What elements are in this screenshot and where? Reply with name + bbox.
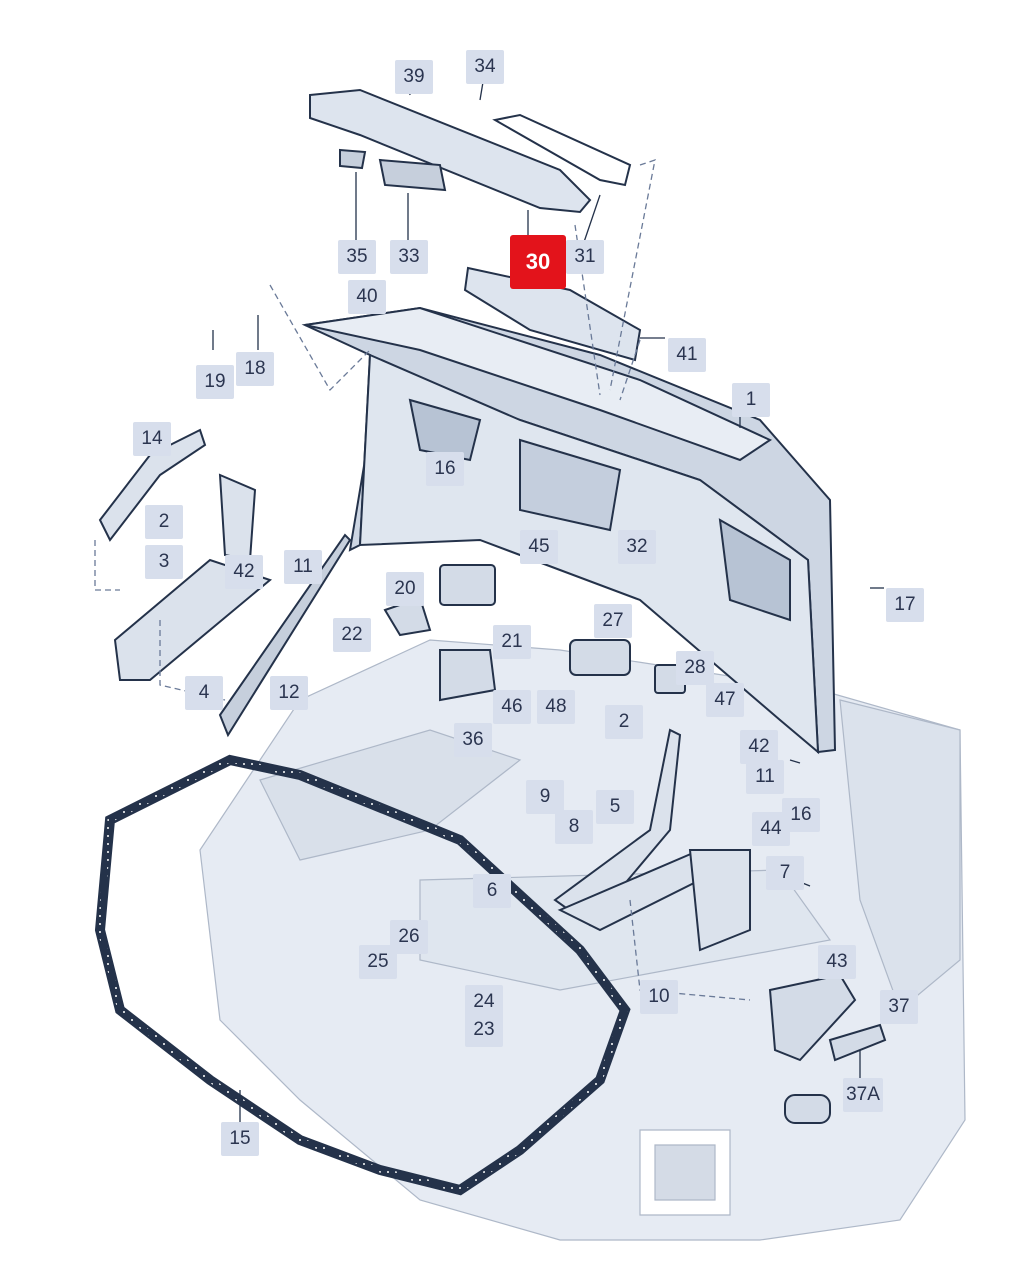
hinge-right [553,728,751,952]
part-label-32: 32 [618,530,656,564]
part-label-15: 15 [221,1122,259,1156]
part-label-2: 2 [145,505,183,539]
part-label-34: 34 [466,50,504,84]
part-label-40: 40 [348,280,386,314]
part-label-31: 31 [566,240,604,274]
part-label-7: 7 [766,856,804,890]
trunk-lid [301,306,837,755]
part-label-28: 28 [676,651,714,685]
part-label-37: 37 [880,990,918,1024]
part-label-43: 43 [818,945,856,979]
part-label-33: 33 [390,240,428,274]
part-label-42: 42 [740,730,778,764]
part-label-4: 4 [185,676,223,710]
part-label-8: 8 [555,810,593,844]
part-label-10: 10 [640,980,678,1014]
part-label-37A: 37A [843,1078,883,1112]
part-label-18: 18 [236,352,274,386]
part-label-35: 35 [338,240,376,274]
part-label-11: 11 [284,550,322,584]
part-label-3: 3 [145,545,183,579]
handle-trim [309,88,642,362]
part-label-45: 45 [520,530,558,564]
part-label-42: 42 [225,555,263,589]
part-label-highlighted[interactable]: 30 [510,235,566,289]
part-label-27: 27 [594,604,632,638]
part-label-22: 22 [333,618,371,652]
part-label-5: 5 [596,790,634,824]
part-label-11: 11 [746,760,784,794]
part-label-20: 20 [386,572,424,606]
part-label-23: 23 [465,1013,503,1047]
part-label-2: 2 [605,705,643,739]
part-label-16: 16 [426,452,464,486]
part-label-6: 6 [473,874,511,908]
part-label-48: 48 [537,690,575,724]
part-label-19: 19 [196,365,234,399]
part-label-1: 1 [732,383,770,417]
part-label-41: 41 [668,338,706,372]
part-label-36: 36 [454,723,492,757]
part-label-9: 9 [526,780,564,814]
part-label-39: 39 [395,60,433,94]
part-label-47: 47 [706,683,744,717]
hinge-left [98,428,352,738]
part-label-25: 25 [359,945,397,979]
part-label-17: 17 [886,588,924,622]
part-label-46: 46 [493,690,531,724]
part-label-44: 44 [752,812,790,846]
part-label-26: 26 [390,920,428,954]
lock-parts [383,564,887,1124]
part-label-12: 12 [270,676,308,710]
part-label-21: 21 [493,625,531,659]
part-label-14: 14 [133,422,171,456]
